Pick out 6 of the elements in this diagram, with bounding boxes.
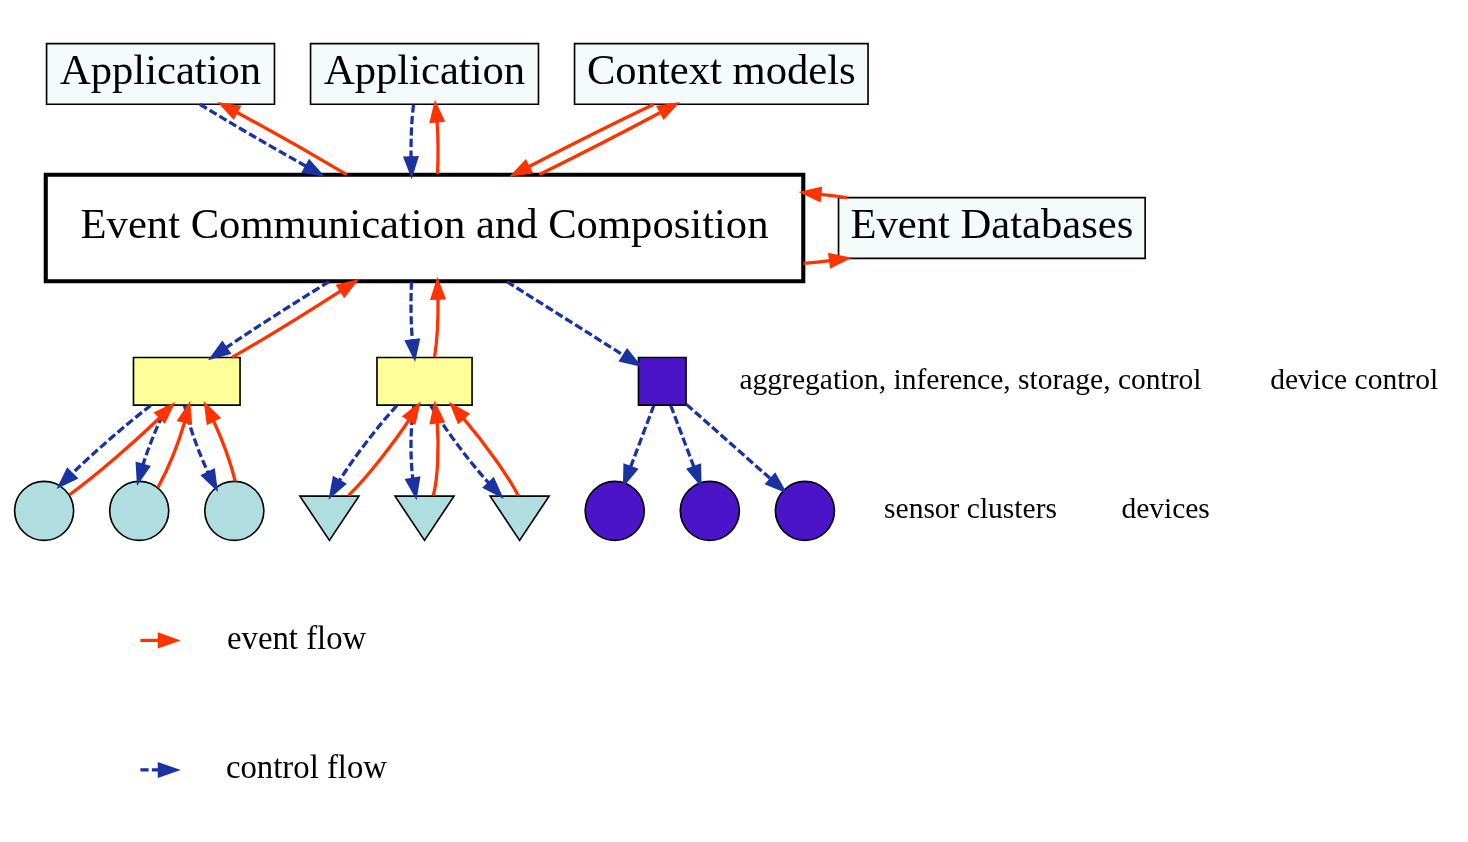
legend-label: control flow: [225, 748, 388, 785]
label: device control: [1270, 362, 1439, 395]
label: aggregation, inference, storage, control: [739, 362, 1202, 395]
label: devices: [1121, 491, 1210, 524]
label: sensor clusters: [884, 491, 1057, 524]
legend-label: event flow: [226, 619, 367, 656]
